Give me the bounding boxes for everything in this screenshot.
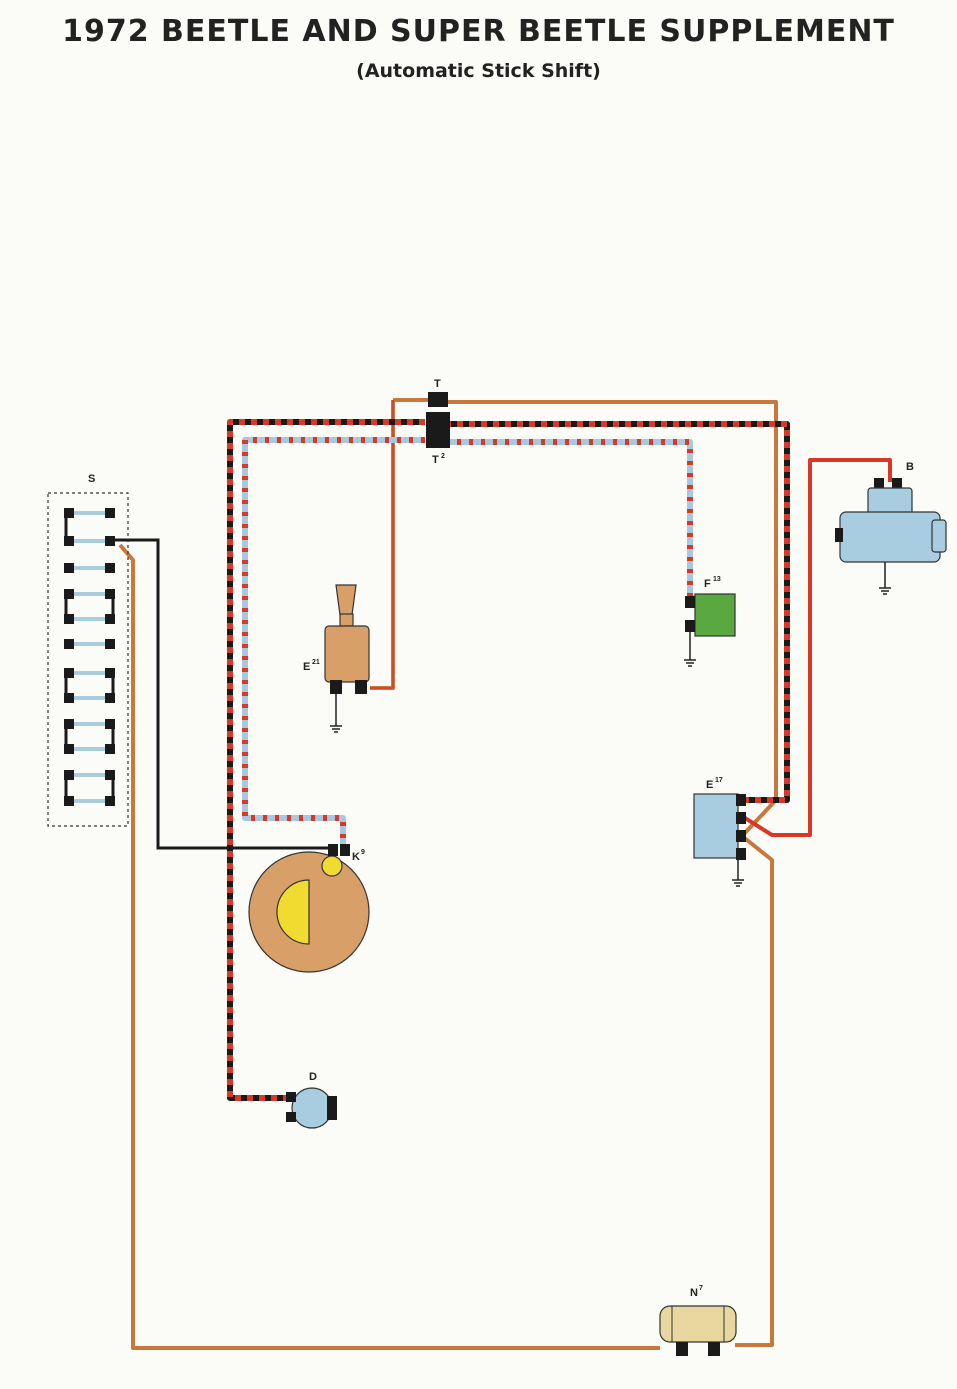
label-e21-sup: 21 (312, 659, 320, 666)
wire-black (115, 538, 330, 850)
page-subtitle: (Automatic Stick Shift) (356, 60, 601, 82)
label-f13-sup: 13 (713, 576, 721, 583)
switch-e21: E 21 (303, 584, 370, 733)
wire-blue-red (242, 437, 695, 845)
connector-t: T T 2 (426, 378, 450, 466)
fuse-row (64, 508, 115, 806)
label-t: T (434, 378, 441, 390)
label-t2-sup: 2 (441, 453, 445, 460)
label-t2: T (432, 454, 439, 466)
label-d: D (309, 1071, 317, 1083)
label-n7-sup: 7 (699, 1285, 703, 1292)
page-title: 1972 BEETLE AND SUPER BEETLE SUPPLEMENT (62, 14, 895, 49)
wire-red (743, 458, 892, 837)
label-s: S (88, 473, 95, 485)
sender-d: D (286, 1071, 337, 1129)
component-e17: E 17 (693, 777, 746, 887)
fuse-box-s: S (47, 473, 129, 827)
component-n7: N 7 (659, 1285, 737, 1356)
label-e17: E (706, 779, 713, 791)
label-b: B (906, 461, 914, 473)
label-e21: E (303, 661, 310, 673)
starter-b: B (835, 461, 947, 595)
label-k9: K (352, 851, 360, 863)
component-f13: F 13 (683, 576, 736, 667)
label-f13: F (704, 578, 711, 590)
label-k9-sup: 9 (361, 849, 365, 856)
warning-lamp-k9: K 9 (248, 844, 370, 973)
label-n7: N (690, 1287, 698, 1299)
wire-brown (118, 398, 778, 1350)
fuse-links (64, 513, 115, 801)
label-e17-sup: 17 (715, 777, 723, 784)
wire-black-red (227, 419, 790, 1101)
